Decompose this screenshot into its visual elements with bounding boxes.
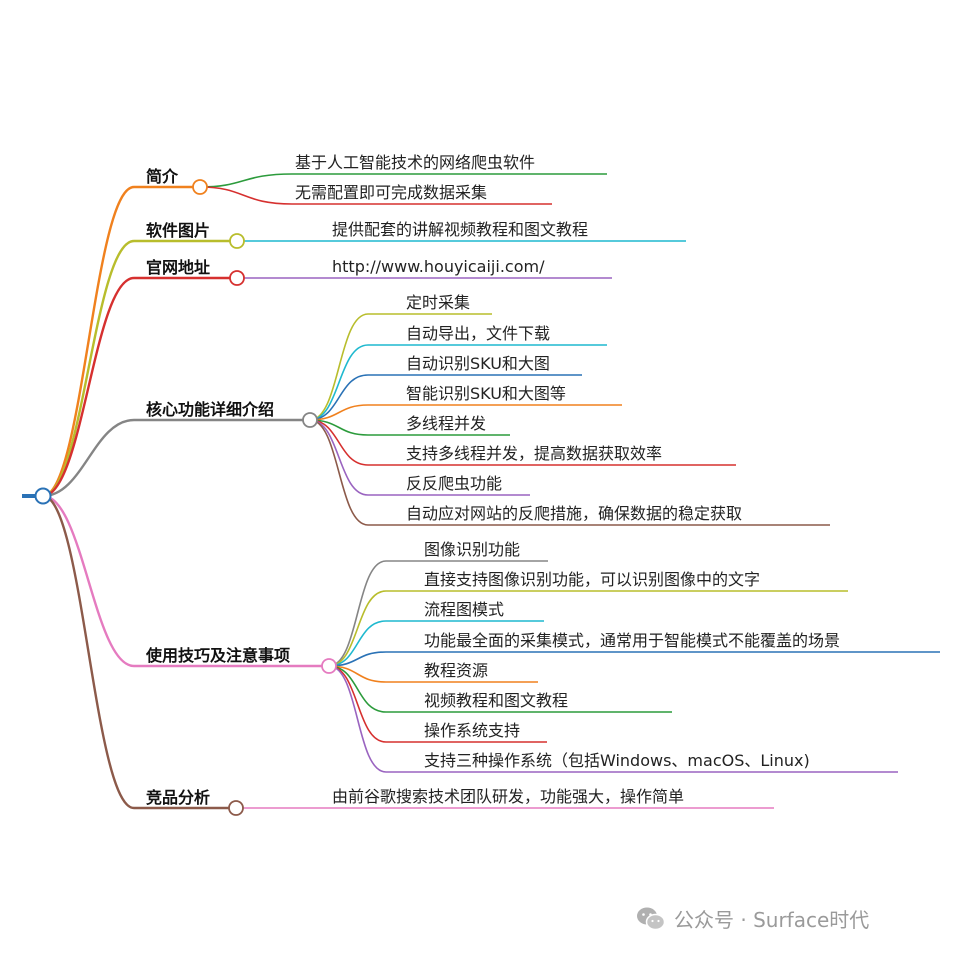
leaf-label: 直接支持图像识别功能，可以识别图像中的文字	[424, 570, 760, 589]
leaf-connector	[309, 419, 369, 496]
branch-node	[302, 412, 318, 428]
branch-label: 软件图片	[146, 221, 210, 240]
leaf-connector	[328, 665, 387, 773]
leaf-label: 功能最全面的采集模式，通常用于智能模式不能覆盖的场景	[424, 631, 840, 650]
leaf-connector	[309, 374, 369, 421]
leaf-connector	[309, 419, 369, 526]
leaf-label: 教程资源	[424, 661, 488, 680]
leaf-connector	[328, 665, 387, 743]
branch-label: 核心功能详细介绍	[146, 400, 274, 419]
branch-label: 竞品分析	[146, 788, 210, 807]
leaf-label: 视频教程和图文教程	[424, 691, 568, 710]
leaf-label: 图像识别功能	[424, 540, 520, 559]
leaf-label: 支持多线程并发，提高数据获取效率	[406, 444, 662, 463]
leaf-label: 多线程并发	[406, 414, 486, 433]
leaf-connector	[309, 344, 369, 421]
leaf-connector	[328, 590, 387, 667]
connector-layer	[22, 173, 940, 810]
watermark-text: 公众号 · Surface时代	[674, 908, 870, 932]
branch-connector	[42, 494, 135, 668]
leaf-label: http://www.houyicaiji.com/	[332, 257, 545, 276]
leaf-connector	[328, 560, 387, 667]
branch-label: 简介	[146, 167, 179, 186]
leaf-label: 自动应对网站的反爬措施，确保数据的稳定获取	[406, 504, 742, 523]
leaf-label: 智能识别SKU和大图等	[406, 384, 566, 403]
root-node	[34, 487, 52, 505]
branch-connector	[42, 276, 135, 498]
branch-node	[229, 233, 245, 249]
branch-node	[228, 800, 244, 816]
wechat-icon	[637, 907, 666, 930]
watermark: 公众号 · Surface时代	[636, 904, 869, 933]
branch-label: 使用技巧及注意事项	[145, 646, 290, 665]
leaf-label: 由前谷歌搜索技术团队研发，功能强大，操作简单	[332, 787, 684, 806]
leaf-label: 流程图模式	[424, 600, 504, 619]
leaf-label: 自动导出，文件下载	[406, 324, 550, 343]
leaf-label: 支持三种操作系统（包括Windows、macOS、Linux)	[424, 751, 810, 770]
branch-node	[192, 179, 208, 195]
leaf-label: 无需配置即可完成数据采集	[295, 183, 487, 202]
leaf-connector	[199, 186, 293, 205]
branch-label: 官网地址	[146, 258, 210, 277]
leaf-connector	[328, 620, 387, 667]
leaf-connector	[309, 313, 369, 421]
branch-node	[229, 270, 245, 286]
leaf-label: 反反爬虫功能	[406, 474, 502, 493]
branch-node	[321, 658, 337, 674]
node-layer	[34, 179, 337, 816]
leaf-label: 定时采集	[406, 293, 470, 312]
branch-connector	[42, 418, 135, 498]
leaf-label: 操作系统支持	[424, 721, 520, 740]
leaf-label: 自动识别SKU和大图	[406, 354, 550, 373]
branch-connector	[42, 185, 135, 498]
leaf-label: 提供配套的讲解视频教程和图文教程	[332, 220, 588, 239]
leaf-label: 基于人工智能技术的网络爬虫软件	[295, 153, 535, 172]
leaf-connector	[199, 173, 293, 188]
branch-connector	[42, 494, 135, 810]
